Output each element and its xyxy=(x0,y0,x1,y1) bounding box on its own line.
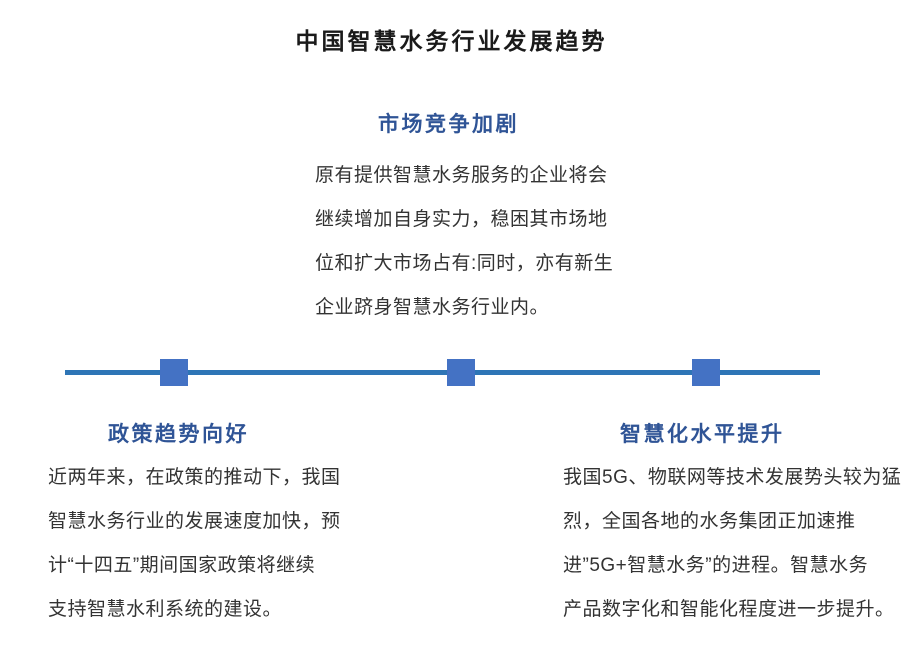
section-heading-market-competition: 市场竞争加剧 xyxy=(378,113,519,136)
body-line: 产品数字化和智能化程度进一步提升。 xyxy=(563,599,895,620)
body-line: 计“十四五”期间国家政策将继续 xyxy=(48,555,316,576)
section-heading-policy-trend: 政策趋势向好 xyxy=(108,423,249,446)
page-title: 中国智慧水务行业发展趋势 xyxy=(295,28,608,54)
body-line: 近两年来，在政策的推动下，我国 xyxy=(48,467,341,488)
timeline-marker-icon xyxy=(692,359,720,386)
body-line: 继续增加自身实力，稳困其市场地 xyxy=(315,209,608,230)
body-line: 位和扩大市场占有:同时，亦有新生 xyxy=(315,253,614,274)
timeline-line xyxy=(65,370,820,375)
section-body-policy-trend: 近两年来，在政策的推动下，我国 智慧水务行业的发展速度加快，预 计“十四五”期间… xyxy=(48,456,378,632)
body-line: 进”5G+智慧水务”的进程。智慧水务 xyxy=(563,555,869,576)
body-line: 烈，全国各地的水务集团正加速推 xyxy=(563,511,856,532)
timeline-marker-icon xyxy=(447,359,475,386)
section-body-smart-level: 我国5G、物联网等技术发展势头较为猛 烈，全国各地的水务集团正加速推 进”5G+… xyxy=(563,456,903,632)
body-line: 智慧水务行业的发展速度加快，预 xyxy=(48,511,341,532)
section-heading-smart-level: 智慧化水平提升 xyxy=(620,423,785,446)
timeline-marker-icon xyxy=(160,359,188,386)
body-line: 企业跻身智慧水务行业内。 xyxy=(315,297,550,318)
section-body-market-competition: 原有提供智慧水务服务的企业将会 继续增加自身实力，稳困其市场地 位和扩大市场占有… xyxy=(315,154,655,330)
body-line: 原有提供智慧水务服务的企业将会 xyxy=(315,165,608,186)
body-line: 支持智慧水利系统的建设。 xyxy=(48,599,283,620)
body-line: 我国5G、物联网等技术发展势头较为猛 xyxy=(563,467,902,488)
